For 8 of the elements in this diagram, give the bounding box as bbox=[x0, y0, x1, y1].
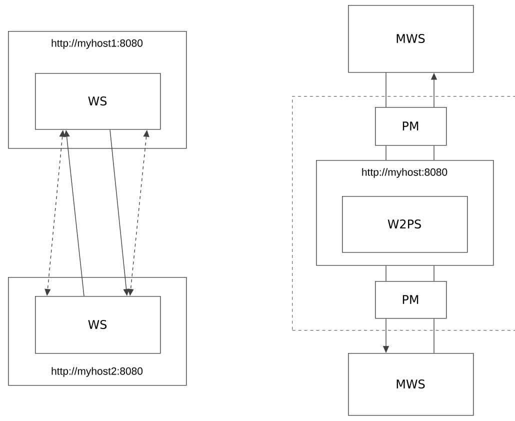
module-box: PM bbox=[375, 281, 447, 319]
service-box: MWS bbox=[348, 5, 474, 73]
service-box: WS bbox=[35, 73, 161, 130]
service-box: WS bbox=[35, 296, 161, 354]
module-box: PM bbox=[375, 107, 447, 146]
service-box: MWS bbox=[348, 353, 474, 416]
service-box: W2PS bbox=[342, 196, 468, 253]
dashed-region bbox=[292, 96, 515, 331]
